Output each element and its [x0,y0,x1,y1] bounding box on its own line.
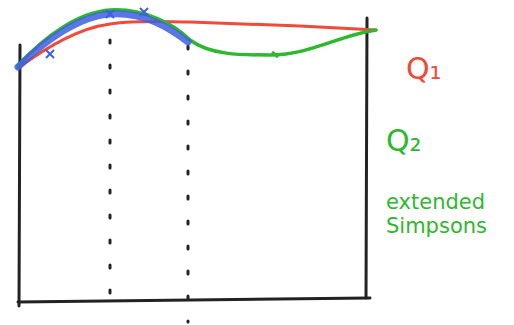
panel-curve [18,14,188,67]
bottom-side [18,298,370,302]
dotted-line [187,46,190,322]
left-side [19,45,20,306]
dotted-line [109,40,112,296]
text-label: Q₁ [406,52,442,87]
right-side [366,18,367,298]
q2-curve [18,10,376,66]
text-label: Q₂ [386,124,422,159]
sample-mark [272,52,278,57]
sample-mark [46,8,148,58]
text-label: extended Simpsons [386,190,506,238]
